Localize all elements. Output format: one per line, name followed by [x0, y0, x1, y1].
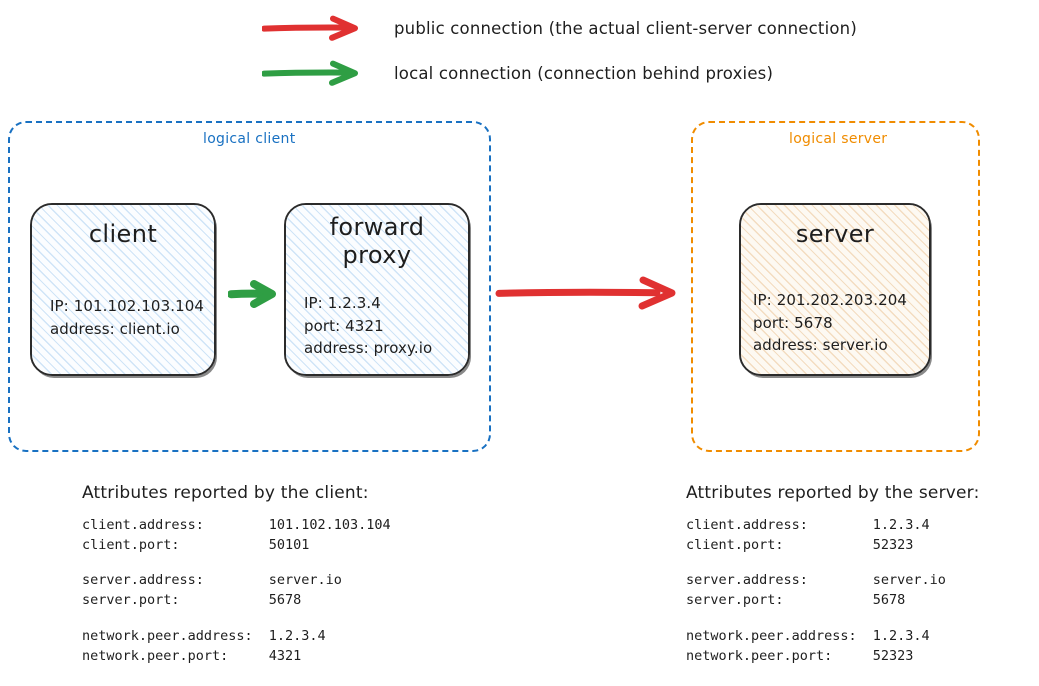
node-client: client IP: 101.102.103.104 address: clie…: [30, 203, 216, 376]
client-attributes-table: client.address: 101.102.103.104 client.p…: [82, 516, 391, 667]
attr-value: 4321: [268, 647, 302, 664]
node-server-detail-ip: IP: 201.202.203.204: [753, 291, 908, 309]
legend-item-public-connection: public connection (the actual client-ser…: [262, 15, 857, 41]
attr-key: client.port:: [686, 537, 784, 554]
attr-key: server.port:: [82, 592, 180, 609]
table-row: network.peer.port: 4321: [82, 647, 391, 667]
node-forward-proxy-title: forward proxy: [286, 213, 468, 270]
red-arrow-icon: [262, 15, 358, 41]
legend-label-public-connection: public connection (the actual client-ser…: [394, 18, 857, 38]
attr-value: 1.2.3.4: [872, 627, 930, 644]
server-attributes-heading: Attributes reported by the server:: [686, 483, 980, 503]
attr-value: server.io: [872, 572, 946, 589]
table-row: network.peer.address: 1.2.3.4: [686, 627, 946, 647]
attr-key: network.peer.address:: [686, 627, 857, 644]
attr-value: 52323: [872, 537, 914, 554]
attr-key: network.peer.port:: [82, 647, 229, 664]
table-row: client.address: 1.2.3.4: [686, 516, 946, 536]
attr-key: server.address:: [686, 572, 808, 589]
node-client-details: IP: 101.102.103.104 address: client.io: [50, 295, 204, 340]
attr-key: client.address:: [82, 517, 204, 533]
attr-value: 101.102.103.104: [268, 517, 391, 533]
table-row: client.port: 50101: [82, 536, 391, 556]
client-attributes-panel: Attributes reported by the client: clien…: [82, 483, 391, 667]
table-row: client.port: 52323: [686, 536, 946, 556]
server-attributes-panel: Attributes reported by the server: clien…: [686, 483, 980, 667]
node-client-detail-address: address: client.io: [50, 319, 180, 338]
legend-label-local-connection: local connection (connection behind prox…: [394, 63, 774, 83]
green-arrow-icon: [262, 60, 358, 86]
table-row-spacer: [686, 556, 946, 571]
table-row: client.address: 101.102.103.104: [82, 516, 391, 536]
forward-proxy-node-hatch-fill: [286, 205, 468, 374]
server-node-hatch-fill: [741, 205, 929, 374]
connector-client-to-proxy-green-arrow: [228, 280, 276, 308]
node-client-detail-ip: IP: 101.102.103.104: [50, 297, 205, 315]
table-row: server.port: 5678: [82, 591, 391, 611]
attr-value: 5678: [872, 592, 906, 609]
table-row-spacer: [82, 612, 391, 627]
attr-key: server.port:: [686, 592, 784, 609]
connector-proxy-to-server-red-arrow: [495, 276, 676, 310]
attr-key: network.peer.port:: [686, 647, 833, 664]
logical-server-zone: [691, 121, 980, 452]
attr-key: server.address:: [82, 572, 204, 589]
node-forward-proxy: forward proxy IP: 1.2.3.4 port: 4321 add…: [284, 203, 470, 376]
table-row: server.address: server.io: [82, 571, 391, 591]
node-forward-proxy-title-line2: proxy: [342, 241, 412, 270]
client-attributes-heading: Attributes reported by the client:: [82, 483, 369, 503]
attr-value: server.io: [268, 572, 342, 589]
table-row: server.port: 5678: [686, 591, 946, 611]
attr-value: 52323: [872, 647, 914, 664]
attr-key: client.address:: [686, 517, 808, 533]
table-row: network.peer.address: 1.2.3.4: [82, 627, 391, 647]
node-forward-proxy-details: IP: 1.2.3.4 port: 4321 address: proxy.io: [304, 292, 458, 360]
attr-key: client.port:: [82, 537, 180, 554]
table-row: network.peer.port: 52323: [686, 647, 946, 667]
client-node-hatch-fill: [32, 205, 214, 374]
logical-server-zone-label: logical server: [789, 131, 888, 147]
attr-value: 1.2.3.4: [268, 627, 326, 644]
attr-value: 5678: [268, 592, 302, 609]
node-server: server IP: 201.202.203.204 port: 5678 ad…: [739, 203, 931, 376]
table-row: server.address: server.io: [686, 571, 946, 591]
logical-client-zone-label: logical client: [203, 131, 296, 147]
table-row-spacer: [82, 556, 391, 571]
node-server-details: IP: 201.202.203.204 port: 5678 address: …: [753, 289, 919, 357]
node-server-title: server: [795, 220, 875, 248]
node-server-detail-port: port: 5678: [753, 313, 833, 332]
attr-value: 50101: [268, 537, 310, 554]
logical-client-zone: [8, 121, 491, 452]
table-row-spacer: [686, 612, 946, 627]
node-client-title: client: [88, 220, 158, 248]
node-forward-proxy-title-line1: forward: [329, 213, 425, 241]
attr-value: 1.2.3.4: [872, 517, 930, 533]
legend-item-local-connection: local connection (connection behind prox…: [262, 60, 773, 86]
node-forward-proxy-detail-address: address: proxy.io: [304, 339, 433, 357]
node-server-detail-address: address: server.io: [753, 336, 888, 354]
server-attributes-table: client.address: 1.2.3.4 client.port: 523…: [686, 516, 946, 667]
node-forward-proxy-detail-port: port: 4321: [304, 316, 384, 335]
node-forward-proxy-detail-ip: IP: 1.2.3.4: [304, 294, 381, 312]
attr-key: network.peer.address:: [82, 627, 253, 644]
